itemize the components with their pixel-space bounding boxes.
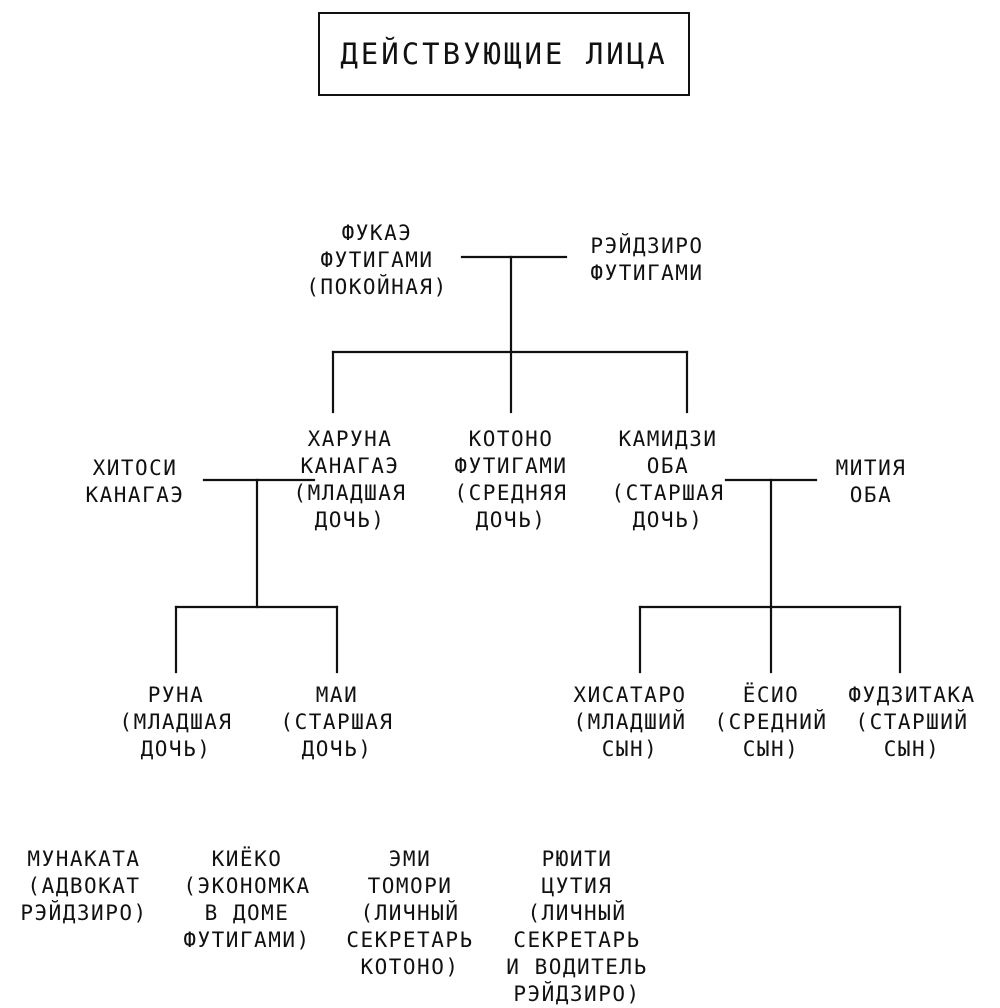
name-line: ФУДЗИТАКА [848,683,976,707]
person-fujitaka: ФУДЗИТАКА (СТАРШИЙ СЫН) [830,682,994,763]
note-line: (СРЕДНЯЯ [454,481,568,505]
note-line: (СТАРШАЯ [280,710,394,734]
person-fukae: ФУКАЭ ФУТИГАМИ (ПОКОЙНАЯ) [296,220,458,301]
name-line: МАИ [315,683,359,707]
note-line: (ЭКОНОМКА [183,874,311,898]
person-reijiro: РЭЙДЗИРО ФУТИГАМИ [566,233,728,287]
note-line: РЭЙДЗИРО) [20,901,148,925]
person-mai: МАИ (СТАРШАЯ ДОЧЬ) [262,682,412,763]
note-line: (СТАРШИЙ [855,710,969,734]
note-line: (АДВОКАТ [27,874,141,898]
note-line: СЫН) [883,737,941,761]
name-line: ЭМИ [388,847,432,871]
note-line: ФУТИГАМИ) [183,928,311,952]
name-line: МУНАКАТА [27,847,141,871]
name-line: КАНАГАЭ [85,483,185,507]
person-hisataro: ХИСАТАРО (МЛАДШИЙ СЫН) [552,682,708,763]
name-line: ХАРУНА [307,427,393,451]
name-line: ФУТИГАМИ [454,454,568,478]
note-line: (СТАРШАЯ [611,481,725,505]
name-line: ОБА [646,454,690,478]
note-line: (МЛАДШИЙ [573,710,687,734]
name-line: КОТОНО [468,427,554,451]
note-line: ДОЧЬ) [632,508,704,532]
name-line: ФУКАЭ [341,221,413,245]
note-line: (МЛАДШАЯ [119,710,233,734]
page-title: ДЕЙСТВУЮЩИЕ ЛИЦА [340,36,668,71]
name-line: ФУТИГАМИ [590,261,704,285]
name-line: РЭЙДЗИРО [590,234,704,258]
name-line: ХИТОСИ [92,456,178,480]
note-line: РЭЙДЗИРО) [513,982,641,1006]
person-kotono: КОТОНО ФУТИГАМИ (СРЕДНЯЯ ДОЧЬ) [437,426,585,534]
person-emi: ЭМИ ТОМОРИ (ЛИЧНЫЙ СЕКРЕТАРЬ КОТОНО) [336,846,484,981]
note-line: И ВОДИТЕЛЬ [506,955,648,979]
note-line: КОТОНО) [360,955,460,979]
person-ryuichi: РЮИТИ ЦУТИЯ (ЛИЧНЫЙ СЕКРЕТАРЬ И ВОДИТЕЛЬ… [492,846,662,1008]
name-line: ФУТИГАМИ [320,248,434,272]
note-line: (МЛАДШАЯ [293,481,407,505]
person-michiya: МИТИЯ ОБА [818,455,924,509]
note-line: (ЛИЧНЫЙ [527,901,627,925]
note-line: В ДОМЕ [204,901,290,925]
note-line: СЕКРЕТАРЬ [513,928,641,952]
person-yoshio: ЁСИО (СРЕДНИЙ СЫН) [710,682,832,763]
name-line: ЦУТИЯ [541,874,613,898]
name-line: ОБА [849,483,893,507]
note-line: СЫН) [742,737,800,761]
note-line: ДОЧЬ) [475,508,547,532]
name-line: ЁСИО [742,683,800,707]
name-line: МИТИЯ [835,456,907,480]
note-line: ДОЧЬ) [301,737,373,761]
person-munakata: МУНАКАТА (АДВОКАТ РЭЙДЗИРО) [8,846,160,927]
note-line: (ЛИЧНЫЙ [360,901,460,925]
person-kamiji: КАМИДЗИ ОБА (СТАРШАЯ ДОЧЬ) [594,426,742,534]
note-line: СЕКРЕТАРЬ [346,928,474,952]
person-kieko: КИЁКО (ЭКОНОМКА В ДОМЕ ФУТИГАМИ) [166,846,328,954]
note-line: ДОЧЬ) [140,737,212,761]
note-line: СЫН) [601,737,659,761]
person-haruna: ХАРУНА КАНАГАЭ (МЛАДШАЯ ДОЧЬ) [276,426,424,534]
name-line: ТОМОРИ [367,874,453,898]
name-line: РЮИТИ [541,847,613,871]
name-line: КАМИДЗИ [618,427,718,451]
person-runa: РУНА (МЛАДШАЯ ДОЧЬ) [96,682,256,763]
name-line: КАНАГАЭ [300,454,400,478]
person-hitoshi: ХИТОСИ КАНАГАЭ [66,455,204,509]
note-line: (ПОКОЙНАЯ) [306,275,448,299]
note-line: (СРЕДНИЙ [714,710,828,734]
name-line: ХИСАТАРО [573,683,687,707]
title-box: ДЕЙСТВУЮЩИЕ ЛИЦА [318,12,690,96]
name-line: РУНА [147,683,205,707]
note-line: ДОЧЬ) [314,508,386,532]
name-line: КИЁКО [211,847,283,871]
